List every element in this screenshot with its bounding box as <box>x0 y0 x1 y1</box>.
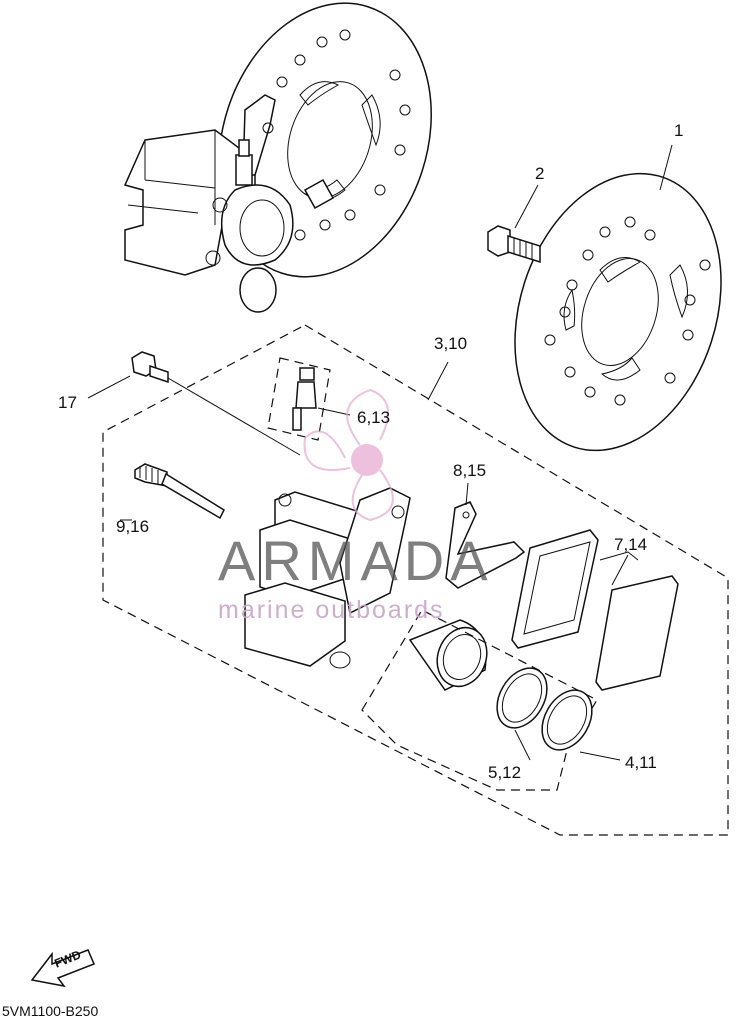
callout-5-12: 5,12 <box>488 763 522 782</box>
watermark-propeller-icon <box>303 388 394 522</box>
part-1-brake-disc <box>514 172 722 452</box>
diagram-code: 5VM1100-B250 <box>2 1003 99 1018</box>
part-7-14-brake-pads <box>511 529 679 691</box>
callout-6-13: 6,13 <box>357 408 391 427</box>
callout-9-16: 9,16 <box>116 517 150 536</box>
callout-7-14: 7,14 <box>614 535 648 554</box>
assembled-view <box>123 2 432 313</box>
part-17-bolt <box>131 351 169 384</box>
fwd-arrow-icon <box>30 949 95 988</box>
callout-1: 1 <box>674 121 684 140</box>
part-2-disc-bolt <box>487 225 541 264</box>
callout-4-11: 4,11 <box>625 753 657 772</box>
callout-17: 17 <box>58 393 77 412</box>
caliper-body <box>244 487 411 669</box>
piston <box>408 619 488 691</box>
callout-2: 2 <box>535 164 545 183</box>
part-9-16-pin <box>134 463 225 520</box>
callout-8-15: 8,15 <box>453 461 487 480</box>
part-5-12-seals <box>496 667 593 751</box>
callout-3-10: 3,10 <box>434 334 468 353</box>
watermark-tagline: marine outboards <box>218 596 445 624</box>
watermark-brand: ARMADA <box>218 529 494 592</box>
part-6-13-bleed-screw <box>267 357 331 441</box>
part-8-15-pad-spring <box>445 501 526 589</box>
